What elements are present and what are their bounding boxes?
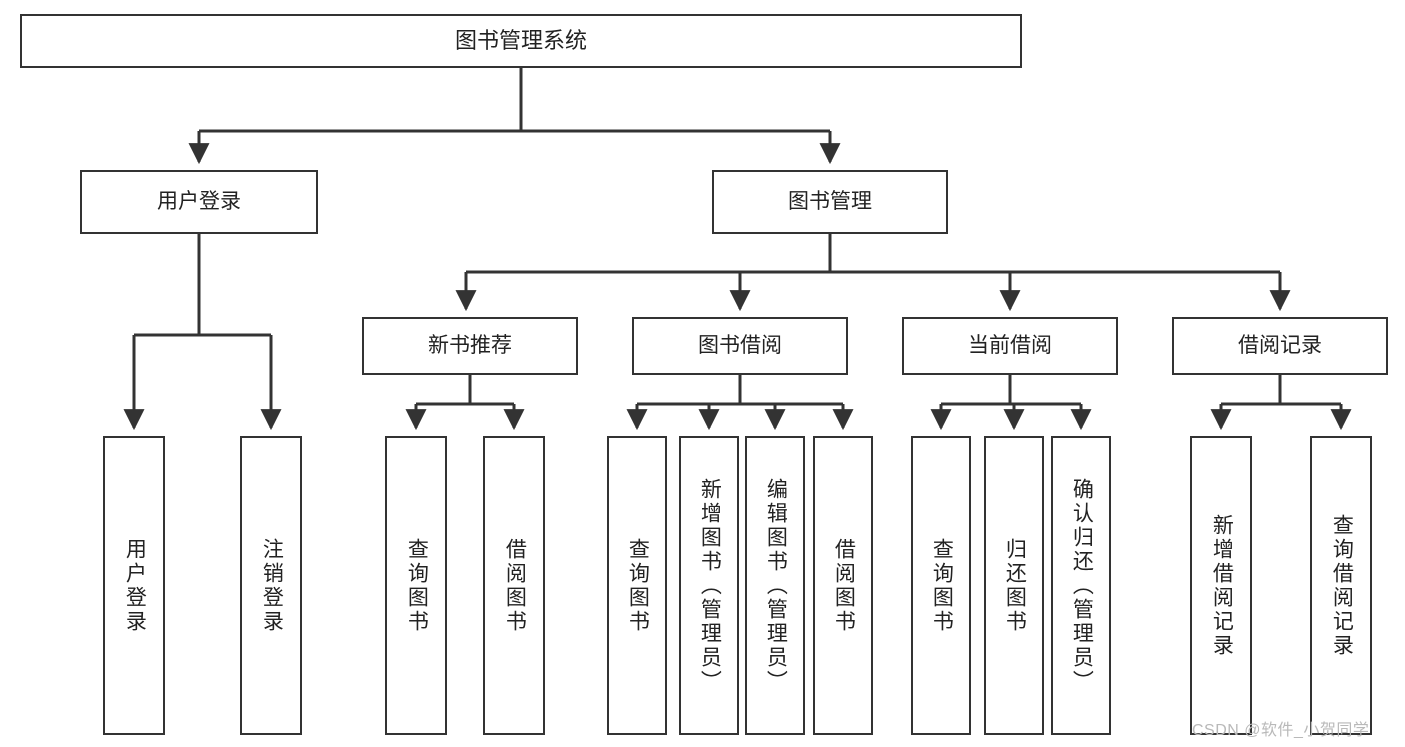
leaf-edit-book-admin[interactable]: 编辑图书（管理员） [745, 436, 805, 735]
node-root[interactable]: 图书管理系统 [20, 14, 1022, 68]
leaf-confirm-return-admin[interactable]: 确认归还（管理员） [1051, 436, 1111, 735]
edge-group-book-mgmt [455, 234, 1291, 312]
node-new-book-recommend-label: 新书推荐 [428, 333, 512, 357]
node-book-management-label: 图书管理 [788, 189, 872, 213]
leaf-query-book-current-label: 查询图书 [930, 537, 954, 634]
leaf-query-book-current[interactable]: 查询图书 [911, 436, 971, 735]
leaf-add-borrow-record[interactable]: 新增借阅记录 [1190, 436, 1252, 735]
node-borrow-record-label: 借阅记录 [1238, 333, 1322, 357]
leaf-query-book-newbook-label: 查询图书 [405, 537, 429, 634]
leaf-user-login-label: 用户登录 [123, 537, 147, 634]
node-root-label: 图书管理系统 [454, 28, 587, 54]
leaf-return-book-label: 归还图书 [1003, 537, 1027, 634]
node-current-borrow-label: 当前借阅 [968, 333, 1052, 357]
leaf-query-borrow-record[interactable]: 查询借阅记录 [1310, 436, 1372, 735]
leaf-add-book-admin[interactable]: 新增图书（管理员） [679, 436, 739, 735]
node-borrow-record[interactable]: 借阅记录 [1172, 317, 1388, 375]
edge-group-borrow [626, 375, 854, 431]
node-book-borrow-label: 图书借阅 [698, 333, 782, 357]
leaf-add-borrow-record-label: 新增借阅记录 [1210, 513, 1234, 658]
leaf-logout[interactable]: 注销登录 [240, 436, 302, 735]
node-book-management[interactable]: 图书管理 [712, 170, 948, 234]
edge-group-current-borrow [930, 375, 1092, 431]
leaf-logout-label: 注销登录 [260, 537, 284, 634]
leaf-query-book-borrow-label: 查询图书 [626, 537, 650, 634]
leaf-query-borrow-record-label: 查询借阅记录 [1330, 513, 1354, 658]
edge-group-borrow-record [1210, 375, 1352, 431]
csdn-watermark: CSDN @软件_小贺同学 [1192, 722, 1370, 739]
leaf-borrow-book[interactable]: 借阅图书 [813, 436, 873, 735]
leaf-query-book-newbook[interactable]: 查询图书 [385, 436, 447, 735]
node-new-book-recommend[interactable]: 新书推荐 [362, 317, 578, 375]
leaf-query-book-borrow[interactable]: 查询图书 [607, 436, 667, 735]
leaf-user-login[interactable]: 用户登录 [103, 436, 165, 735]
edge-group-user-login [123, 234, 282, 431]
leaf-borrow-book-label: 借阅图书 [832, 537, 856, 634]
node-user-login[interactable]: 用户登录 [80, 170, 318, 234]
leaf-confirm-return-admin-label: 确认归还（管理员） [1070, 477, 1094, 694]
node-book-borrow[interactable]: 图书借阅 [632, 317, 848, 375]
node-current-borrow[interactable]: 当前借阅 [902, 317, 1118, 375]
edge-group-root [188, 68, 841, 165]
leaf-borrow-book-newbook[interactable]: 借阅图书 [483, 436, 545, 735]
node-user-login-label: 用户登录 [157, 189, 241, 213]
leaf-return-book[interactable]: 归还图书 [984, 436, 1044, 735]
leaf-borrow-book-newbook-label: 借阅图书 [503, 537, 527, 634]
edge-group-new-book [405, 375, 525, 431]
leaf-add-book-admin-label: 新增图书（管理员） [698, 477, 722, 694]
leaf-edit-book-admin-label: 编辑图书（管理员） [764, 477, 788, 694]
